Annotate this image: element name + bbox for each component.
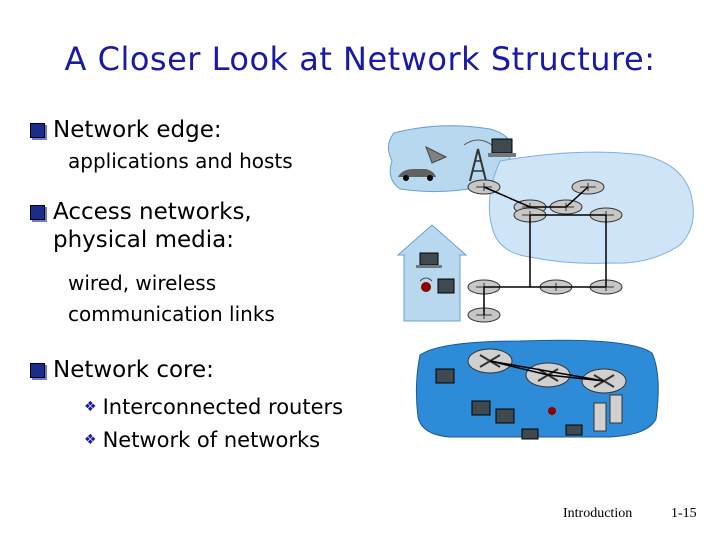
- isp-network-cloud: [488, 151, 694, 264]
- core-links: [489, 360, 605, 382]
- desktop-icon: [437, 278, 455, 294]
- bullet-sub: applications and hosts: [68, 149, 293, 173]
- cell-tower-icon: [463, 139, 493, 182]
- satellite-icon: [425, 145, 448, 164]
- bullet-heading: Network edge:: [53, 117, 222, 143]
- sub-bullet: ❖ Interconnected routers: [84, 395, 343, 419]
- network-diagram: [388, 125, 694, 440]
- bullet-sub-line1: wired, wireless: [68, 271, 217, 295]
- desktop-icon: [471, 400, 491, 416]
- bullet-icon: [30, 123, 45, 138]
- bullet-icon: [30, 363, 45, 378]
- page-number: 1-15: [671, 506, 697, 521]
- server-icon: [593, 402, 607, 432]
- bullet-icon: [30, 205, 45, 220]
- desktop-icon: [435, 368, 455, 384]
- bullet-network-edge: Network edge:: [30, 116, 222, 144]
- wireless-router-icon: [419, 277, 433, 292]
- bullet-sub-line2: communication links: [68, 302, 275, 326]
- laptop-icon: [488, 138, 516, 157]
- checkmark-icon: ❖: [84, 399, 97, 415]
- bullet-heading: Network core:: [53, 357, 214, 383]
- bullet-heading-line2: physical media:: [53, 227, 234, 253]
- bullet-access-networks: Access networks, physical media:: [30, 198, 252, 254]
- sub-bullet-text: Interconnected routers: [102, 395, 344, 419]
- bullet-heading-line1: Access networks,: [53, 199, 252, 225]
- sub-bullet-text: Network of networks: [102, 428, 321, 452]
- footer-label: Introduction: [563, 506, 633, 521]
- sub-bullet: ❖ Network of networks: [84, 428, 320, 452]
- server-icon: [609, 394, 623, 424]
- wireless-router-icon: [548, 407, 556, 415]
- laptop-icon: [521, 428, 539, 440]
- network-links: [483, 186, 607, 315]
- car-icon: [398, 169, 436, 181]
- home-network: [396, 224, 468, 322]
- laptop-icon: [565, 424, 583, 436]
- slide-title: A Closer Look at Network Structure:: [64, 40, 656, 78]
- checkmark-icon: ❖: [84, 432, 97, 448]
- bullet-network-core: Network core:: [30, 356, 214, 384]
- desktop-icon: [495, 408, 515, 424]
- laptop-icon: [416, 252, 442, 268]
